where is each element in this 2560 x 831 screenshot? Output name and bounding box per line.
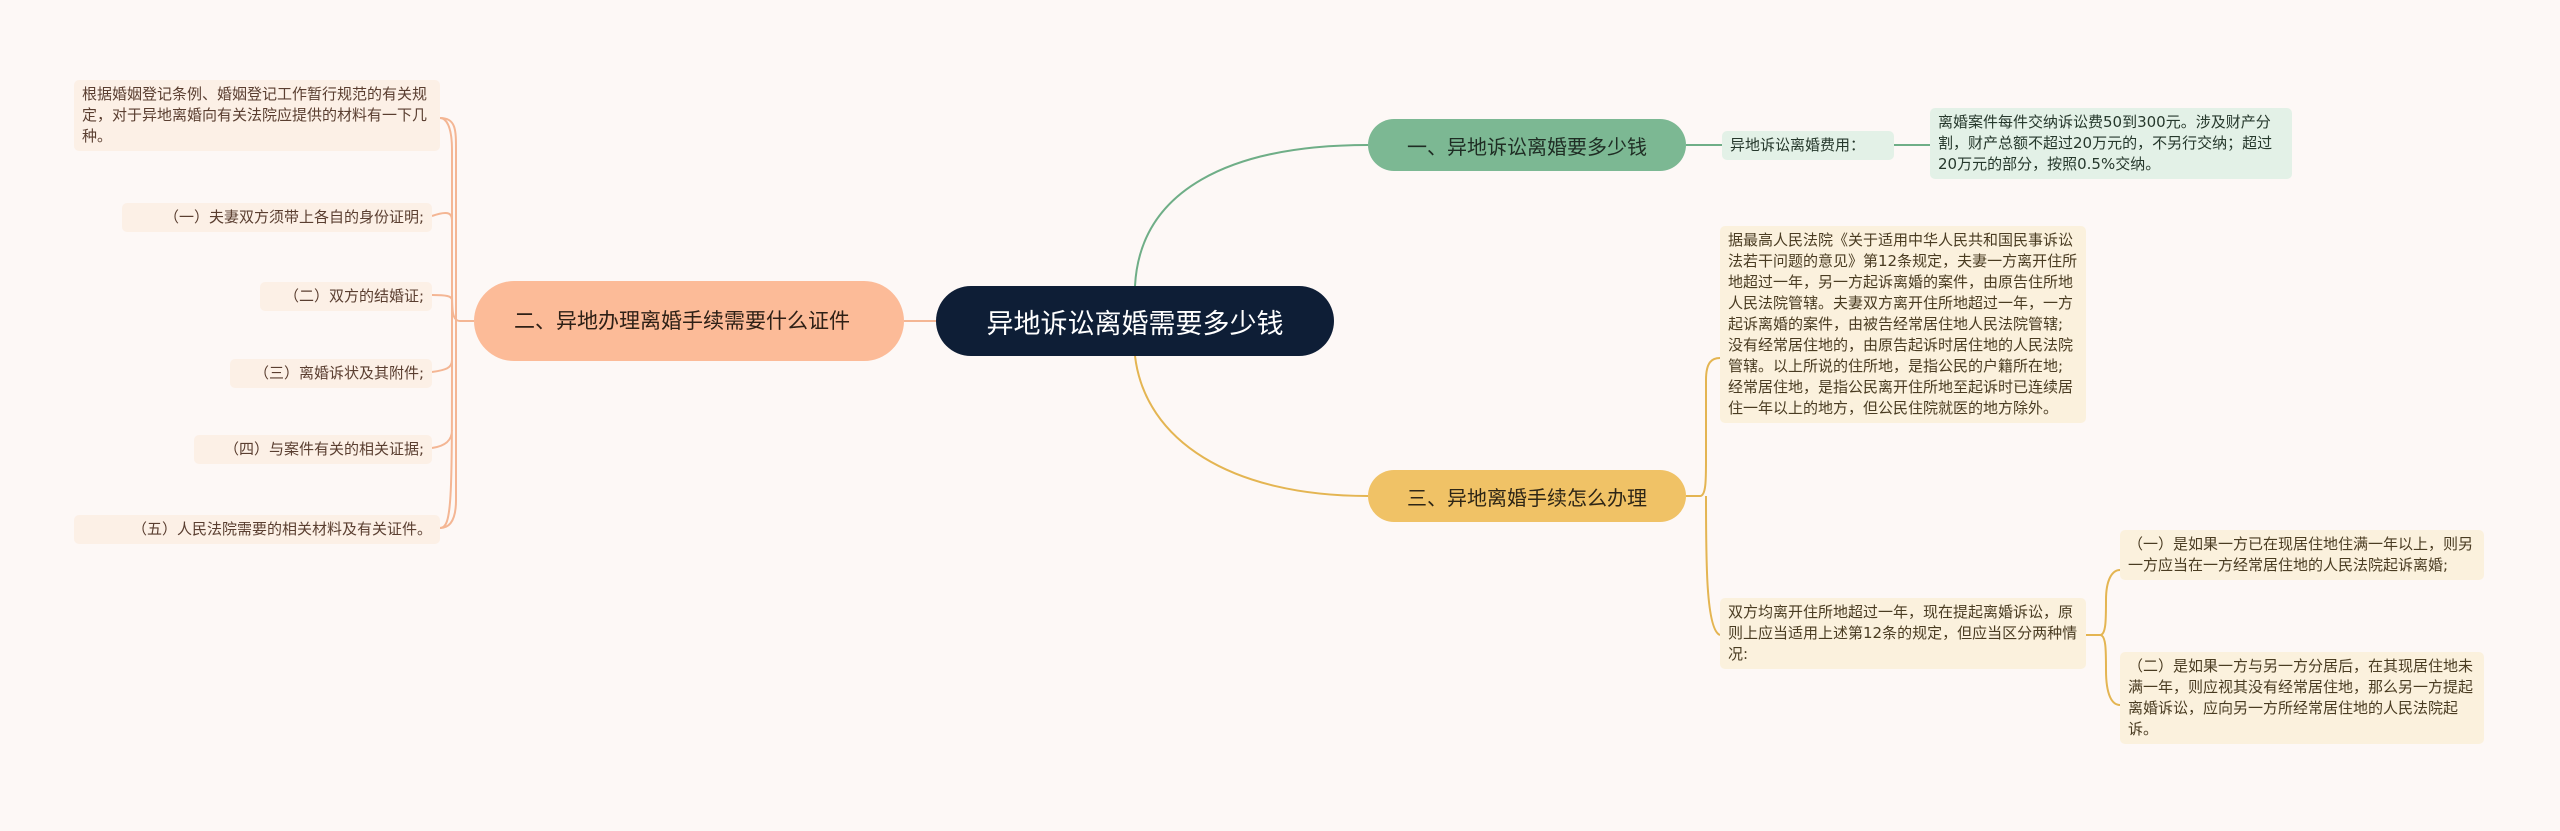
documents-item[interactable]: （二）双方的结婚证; bbox=[260, 282, 432, 311]
documents-intro[interactable]: 根据婚姻登记条例、婚姻登记工作暂行规范的有关规定，对于异地离婚向有关法院应提供的… bbox=[74, 80, 440, 151]
cost-detail[interactable]: 离婚案件每件交纳诉讼费50到300元。涉及财产分割，财产总额不超过20万元的，不… bbox=[1930, 108, 2292, 179]
branch-documents-title: 二、异地办理离婚手续需要什么证件 bbox=[514, 309, 850, 333]
procedure-subcase[interactable]: （一）是如果一方已在现居住地住满一年以上，则另一方应当在一方经常居住地的人民法院… bbox=[2120, 530, 2484, 580]
branch-procedure[interactable]: 三、异地离婚手续怎么办理 bbox=[1368, 470, 1686, 522]
link-root-branch1 bbox=[1134, 144, 1369, 287]
branch-documents[interactable]: 二、异地办理离婚手续需要什么证件 bbox=[474, 281, 904, 361]
link-branch3-children bbox=[1686, 357, 1721, 636]
link-branch2-leaves bbox=[431, 117, 474, 529]
procedure-rule[interactable]: 据最高人民法院《关于适用中华人民共和国民事诉讼法若干问题的意见》第12条规定，夫… bbox=[1720, 226, 2086, 423]
branch-cost[interactable]: 一、异地诉讼离婚要多少钱 bbox=[1368, 119, 1686, 171]
procedure-subcase[interactable]: （二）是如果一方与另一方分居后，在其现居住地未满一年，则应视其没有经常居住地，那… bbox=[2120, 652, 2484, 744]
root-topic[interactable]: 异地诉讼离婚需要多少钱 bbox=[936, 286, 1334, 356]
link-case-subcases bbox=[2086, 569, 2121, 706]
documents-item[interactable]: （三）离婚诉状及其附件; bbox=[230, 359, 432, 388]
documents-item[interactable]: （一）夫妻双方须带上各自的身份证明; bbox=[122, 203, 432, 232]
link-root-branch3 bbox=[1134, 355, 1369, 497]
documents-item[interactable]: （五）人民法院需要的相关材料及有关证件。 bbox=[74, 515, 440, 544]
link-branch2-bracket bbox=[439, 117, 457, 529]
procedure-case[interactable]: 双方均离开住所地超过一年，现在提起离婚诉讼，原则上应当适用上述第12条的规定，但… bbox=[1720, 598, 2086, 669]
cost-label[interactable]: 异地诉讼离婚费用： bbox=[1722, 131, 1894, 160]
documents-item[interactable]: （四）与案件有关的相关证据; bbox=[194, 435, 432, 464]
